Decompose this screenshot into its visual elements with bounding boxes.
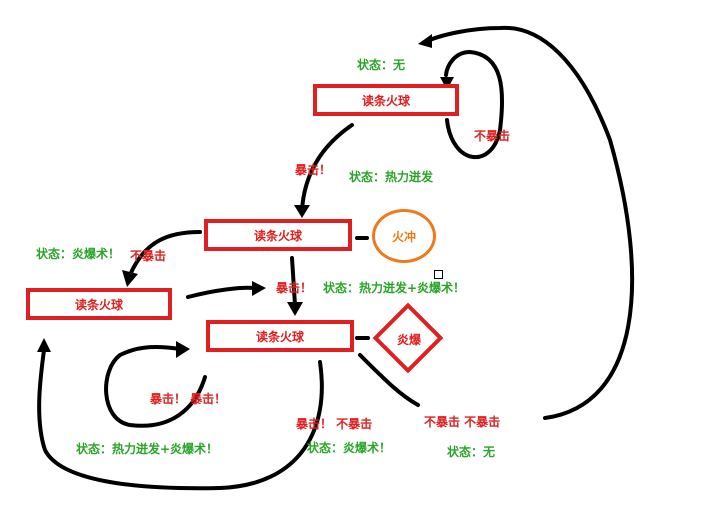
fireball-cast-box-bottom: 读条火球	[206, 320, 354, 352]
state-none-bottom-right: 状态：无	[447, 445, 496, 459]
fireball-cast-box-middle: 读条火球	[204, 219, 352, 251]
arrow-box2-to-box4	[128, 230, 202, 277]
crit-mid: 暴击！	[276, 281, 313, 295]
arrow-box1-to-box2	[300, 123, 354, 212]
arrowhead-box1-box2	[294, 205, 310, 218]
arrow-loop-bottom-left	[104, 344, 207, 428]
state-pyro-bottom: 状态：炎爆术！	[307, 441, 392, 455]
fire-charge-circle: 火冲	[372, 209, 436, 263]
state-heating-up: 状态：热力迸发	[349, 170, 434, 184]
arrow-box2-to-box3	[290, 256, 297, 307]
arrow-self-loop-top	[444, 50, 505, 159]
arrow-loop-to-box4	[37, 348, 324, 491]
arrow-box3-to-right	[358, 353, 420, 407]
arrowhead-big-loop	[418, 34, 432, 48]
fireball-cast-box-top: 读条火球	[313, 84, 459, 116]
arrowhead-box2-box4	[122, 270, 138, 287]
state-pyro-left: 状态：炎爆术！	[36, 247, 121, 261]
nocrit-nocrit-bottom-right: 不暴击 不暴击	[424, 415, 501, 429]
arrowhead-box2-box3	[287, 302, 303, 316]
crit-nocrit-bottom: 暴击！ 不暴击	[296, 417, 373, 431]
state-heating-pyro-mid: 状态：热力迸发+炎爆术！	[323, 281, 466, 295]
no-crit-top: 不暴击	[474, 129, 511, 143]
fireball-cast-box-left: 读条火球	[26, 288, 172, 320]
no-crit-left: 不暴击	[130, 249, 167, 263]
state-heating-pyro-bottom: 状态：热力迸发+炎爆术！	[76, 442, 219, 456]
arrowhead-loop-to-box4	[37, 338, 51, 352]
arrowhead-box4-box3	[252, 281, 266, 296]
crit-top: 暴击！	[295, 163, 332, 177]
arrowhead-loop-bottom-left	[176, 341, 190, 358]
pyroblast-label: 炎爆	[397, 333, 422, 347]
cursor-marker	[434, 270, 443, 279]
arrow-big-loop-right	[423, 25, 635, 420]
arrowhead-self-loop	[440, 77, 454, 90]
state-none-top: 状态：无	[357, 58, 406, 72]
arrow-box4-to-box3	[186, 285, 257, 299]
crit-crit-bottom-left: 暴击！ 暴击！	[150, 392, 227, 406]
